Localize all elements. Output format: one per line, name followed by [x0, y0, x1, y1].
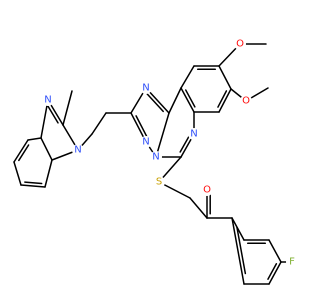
- nitrogen-label-triazole-top-bg: [140, 82, 152, 94]
- bond-ethyl-2: [91, 112, 107, 135]
- bond-benzo-1: [27, 137, 42, 141]
- nitrogen-label-quinazoline-bg: [188, 128, 200, 140]
- bond-bzim-2-inner: [46, 104, 59, 124]
- oxygen-label-methoxy-right: O: [242, 96, 250, 107]
- bond-benzo-4: [20, 184, 46, 188]
- nitrogen-label-triazole-top: N: [142, 83, 149, 94]
- bond-benzo-3: [13, 161, 22, 186]
- bond-ph-3: [268, 239, 282, 263]
- bond-ph-6: [231, 217, 245, 285]
- bond-benzo-4-inner: [24, 181, 43, 185]
- bond-ph-4-inner: [267, 263, 278, 280]
- sulfur-label: S: [156, 177, 162, 188]
- bond-ringA-1-inner: [217, 90, 228, 108]
- bond-bzim-4: [40, 137, 53, 161]
- nitrogen-label-triazole-left: N: [142, 137, 149, 148]
- bond-ringB-5: [155, 112, 170, 158]
- bond-ringA-5-inner: [185, 89, 196, 108]
- oxygen-label-ketone-bg: [201, 184, 213, 196]
- nitrogen-label-triazole-left-bg: [140, 136, 152, 148]
- bond-benzo-5: [44, 159, 53, 188]
- oxygen-label-methoxy-top-bg: [234, 38, 246, 50]
- bond-ph-6-inner: [236, 226, 247, 275]
- nitrogen-label-triazole-bridge-bg: [150, 151, 162, 163]
- bond-ph-4: [268, 261, 282, 285]
- bond-ringA-2: [218, 65, 232, 90]
- nitrogen-label-benzimidazole-bottom: N: [74, 145, 81, 156]
- bond-bzim-me: [62, 90, 73, 126]
- bond-tri-1-inner: [146, 93, 164, 113]
- bond-ringA-1: [218, 88, 232, 113]
- nitrogen-label-quinazoline: N: [190, 129, 197, 140]
- bond-tri-3-inner: [135, 115, 148, 137]
- bond-ch2-co: [189, 197, 208, 219]
- bond-benzo-2-inner: [18, 144, 30, 162]
- oxygen-label-methoxy-top: O: [236, 39, 244, 50]
- bond-ringA-5: [180, 87, 195, 113]
- bond-lines: [13, 43, 293, 285]
- nitrogen-label-benzimidazole-bottom-bg: [72, 144, 84, 156]
- fluorine-label: F: [289, 257, 295, 268]
- bond-bzim-3: [40, 99, 49, 139]
- oxygen-label-methoxy-right-bg: [240, 95, 252, 107]
- nitrogen-label-triazole-bridge: N: [152, 152, 159, 163]
- nitrogen-label-benzimidazole-top-bg: [42, 94, 54, 106]
- sulfur-label-bg: [153, 176, 165, 188]
- bond-ringA-4: [180, 65, 195, 89]
- bond-ringB-3-inner: [179, 135, 191, 153]
- bond-benzo-2: [13, 139, 29, 163]
- nitrogen-label-benzimidazole-top: N: [44, 95, 51, 106]
- oxygen-label-ketone: O: [203, 185, 211, 196]
- fluorine-label-bg: [286, 256, 298, 268]
- bond-ringB-1: [168, 87, 182, 114]
